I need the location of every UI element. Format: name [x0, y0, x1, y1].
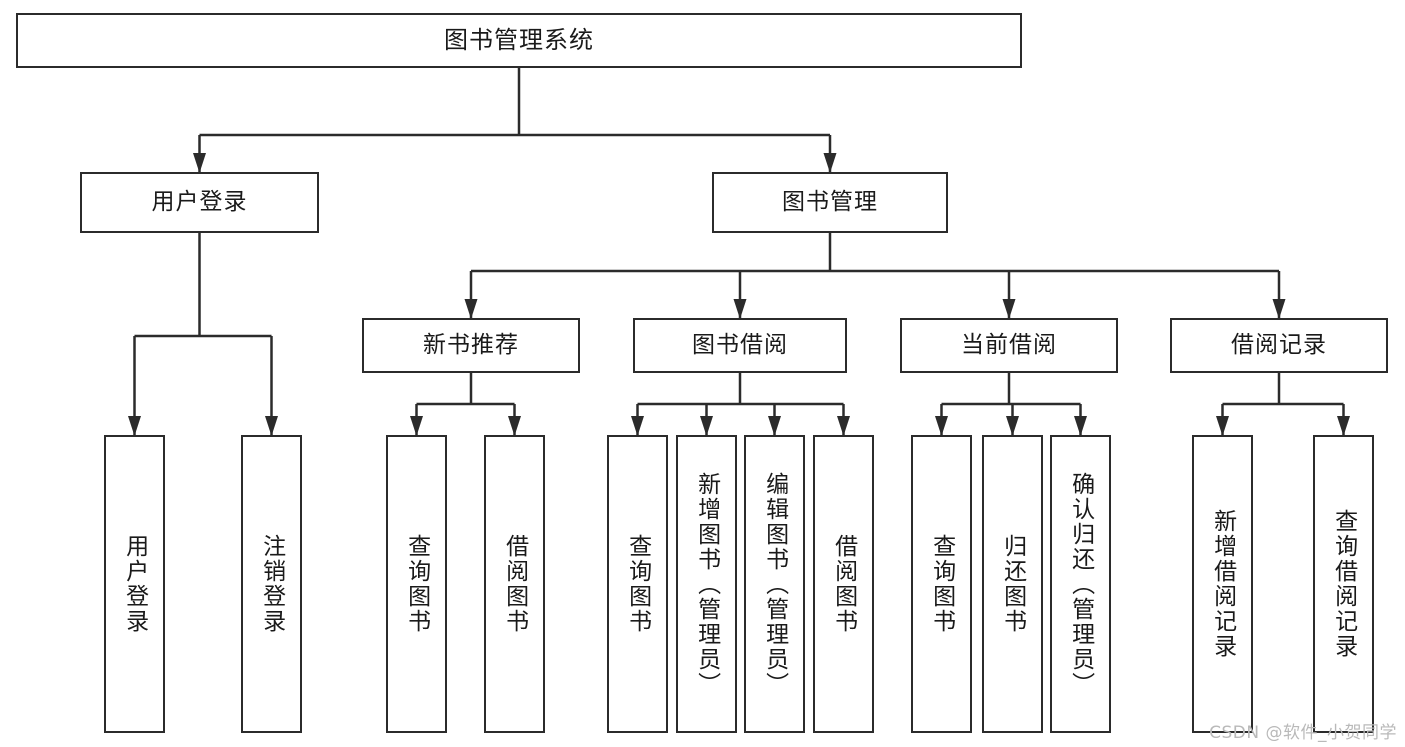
node-label: 借阅图书: [501, 534, 528, 634]
arrowhead: [410, 416, 423, 436]
node-leaf-borrow-edit[interactable]: 编辑图书（管理员）: [744, 435, 805, 733]
arrowhead: [1074, 416, 1087, 436]
node-leaf-user-login[interactable]: 用户登录: [104, 435, 165, 733]
node-leaf-user-logout[interactable]: 注销登录: [241, 435, 302, 733]
node-label: 图书管理系统: [444, 25, 594, 54]
node-label: 查询借阅记录: [1330, 509, 1357, 659]
node-leaf-cur-return[interactable]: 归还图书: [982, 435, 1043, 733]
node-leaf-rec-borrow[interactable]: 借阅图书: [484, 435, 545, 733]
arrowhead: [700, 416, 713, 436]
node-leaf-borrow-add[interactable]: 新增图书（管理员）: [676, 435, 737, 733]
node-leaf-borrow-query[interactable]: 查询图书: [607, 435, 668, 733]
node-label: 新增借阅记录: [1209, 509, 1236, 659]
arrowhead: [464, 299, 478, 319]
arrowhead: [508, 416, 521, 436]
node-label: 图书借阅: [692, 332, 788, 359]
arrowhead: [631, 416, 644, 436]
arrowhead: [265, 416, 278, 436]
node-label: 借阅记录: [1231, 332, 1327, 359]
node-book-manage[interactable]: 图书管理: [712, 172, 948, 233]
node-leaf-rec-query[interactable]: 查询图书: [386, 435, 447, 733]
arrowhead: [733, 299, 747, 319]
node-current-borrow[interactable]: 当前借阅: [900, 318, 1118, 373]
node-new-book-rec[interactable]: 新书推荐: [362, 318, 580, 373]
node-label: 用户登录: [151, 189, 248, 216]
arrowhead: [837, 416, 850, 436]
node-label: 确认归还（管理员）: [1067, 471, 1094, 697]
node-label: 查询图书: [403, 534, 430, 634]
arrowhead: [1002, 299, 1016, 319]
node-leaf-borrow-lend[interactable]: 借阅图书: [813, 435, 874, 733]
arrowhead: [193, 153, 206, 173]
node-label: 新书推荐: [423, 332, 519, 359]
node-leaf-rec-add[interactable]: 新增借阅记录: [1192, 435, 1253, 733]
node-label: 编辑图书（管理员）: [761, 471, 788, 697]
node-borrow-record[interactable]: 借阅记录: [1170, 318, 1388, 373]
node-user-login[interactable]: 用户登录: [80, 172, 319, 233]
node-book-borrow[interactable]: 图书借阅: [633, 318, 847, 373]
node-leaf-cur-confirm[interactable]: 确认归还（管理员）: [1050, 435, 1111, 733]
arrowhead: [823, 153, 837, 173]
arrowhead: [1006, 416, 1019, 436]
node-root[interactable]: 图书管理系统: [16, 13, 1022, 68]
node-label: 用户登录: [121, 534, 148, 634]
node-label: 图书管理: [782, 189, 878, 216]
node-label: 归还图书: [999, 534, 1026, 634]
arrowhead: [128, 416, 141, 436]
node-label: 新增图书（管理员）: [693, 471, 720, 697]
node-label: 查询图书: [624, 534, 651, 634]
node-leaf-rec-search[interactable]: 查询借阅记录: [1313, 435, 1374, 733]
node-label: 当前借阅: [961, 332, 1057, 359]
arrowhead: [1337, 416, 1350, 436]
arrowhead: [768, 416, 781, 436]
arrowhead: [935, 416, 948, 436]
node-leaf-cur-query[interactable]: 查询图书: [911, 435, 972, 733]
arrowhead: [1216, 416, 1229, 436]
arrowhead: [1272, 299, 1286, 319]
node-label: 注销登录: [258, 534, 285, 634]
node-label: 查询图书: [928, 534, 955, 634]
node-label: 借阅图书: [830, 534, 857, 634]
